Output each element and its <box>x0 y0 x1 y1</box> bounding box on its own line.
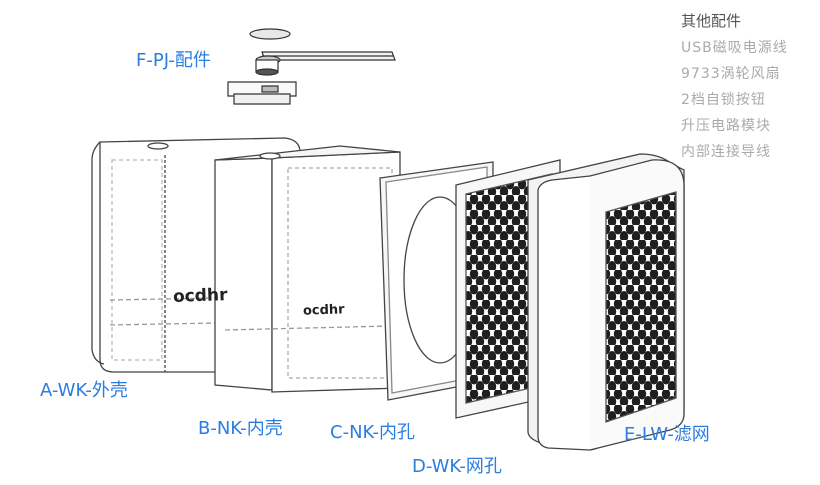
accessory-item: USB磁吸电源线 <box>681 40 788 56</box>
accessories-title: 其他配件 <box>681 12 742 30</box>
accessory-item: 内部连接导线 <box>681 144 771 160</box>
label-part-c: C-NK-内孔 <box>330 422 415 443</box>
part-e-filter <box>527 153 685 451</box>
label-part-a: A-WK-外壳 <box>40 380 128 401</box>
part-f-accessories <box>227 28 396 105</box>
accessory-item: 2档自锁按钮 <box>681 92 766 108</box>
accessory-item: 9733涡轮风扇 <box>681 66 781 82</box>
part-b-inner-shell <box>214 145 401 393</box>
accessory-item: 升压电路模块 <box>681 118 771 134</box>
label-part-d: D-WK-网孔 <box>412 456 502 477</box>
label-part-b: B-NK-内壳 <box>198 418 283 439</box>
brand-mark-shell-b: ocdhr <box>302 302 345 319</box>
label-part-e: E-LW-滤网 <box>624 424 710 445</box>
label-part-f: F-PJ-配件 <box>136 50 211 71</box>
brand-mark-shell-a: ocdhr <box>172 285 228 307</box>
